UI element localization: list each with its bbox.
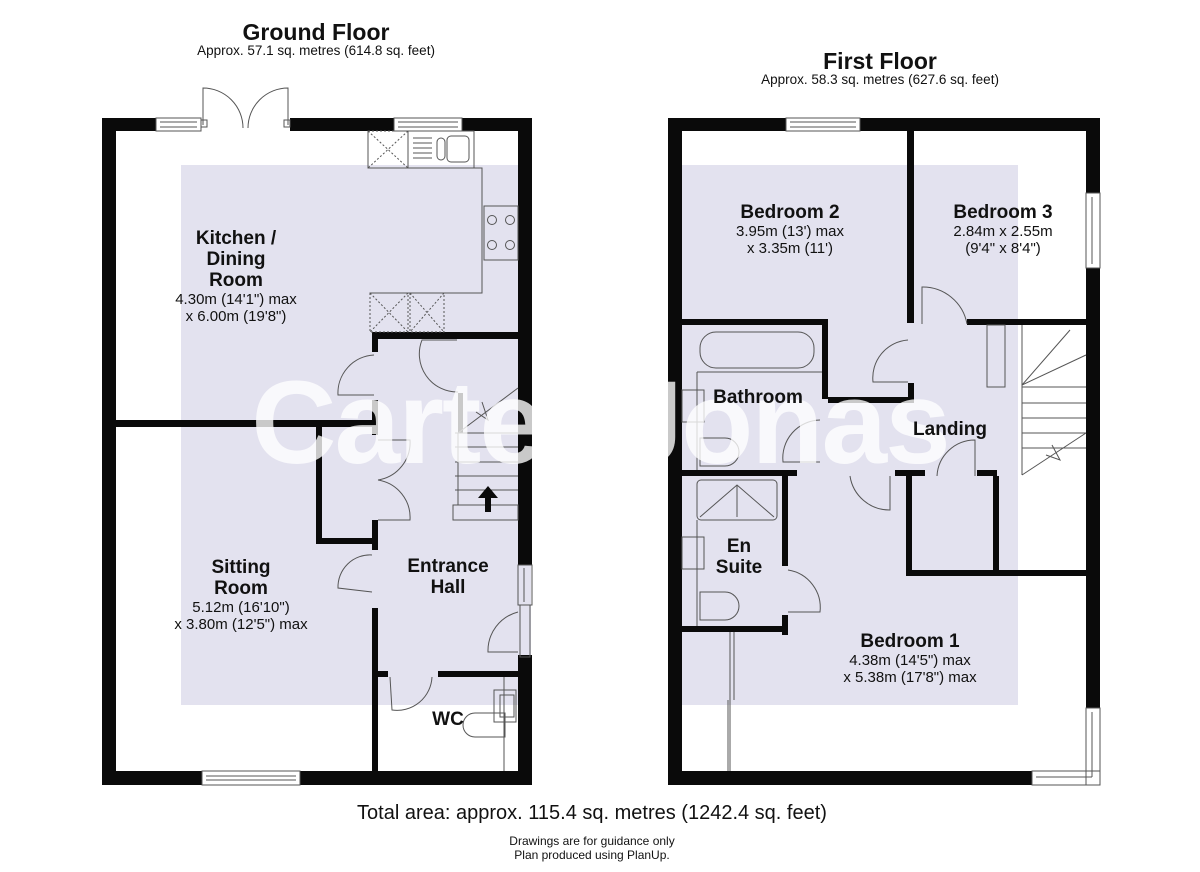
room-name: Bathroom: [713, 387, 803, 408]
ground-floor-area: Approx. 57.1 sq. metres (614.8 sq. feet): [197, 43, 435, 59]
room-name: Room: [214, 578, 268, 599]
first-floor-area: Approx. 58.3 sq. metres (627.6 sq. feet): [761, 72, 999, 88]
room-label-bedroom-1: Bedroom 1 4.38m (14'5") max x 5.38m (17'…: [843, 631, 976, 686]
first-floor-header: First Floor Approx. 58.3 sq. metres (627…: [761, 49, 999, 87]
room-label-wc: WC: [432, 709, 464, 730]
room-name: Sitting: [211, 557, 271, 578]
room-label-bedroom-2: Bedroom 2 3.95m (13') max x 3.35m (11'): [736, 202, 844, 257]
room-dimensions: (9'4" x 8'4"): [965, 240, 1041, 257]
room-label-entrance-hall: Entrance Hall: [407, 556, 488, 598]
room-name: WC: [432, 709, 464, 730]
room-name: Landing: [913, 419, 987, 440]
room-name: Hall: [430, 577, 466, 598]
ground-floor-fixtures: [155, 87, 533, 786]
footer: Total area: approx. 115.4 sq. metres (12…: [357, 802, 827, 863]
ground-floor-title: Ground Floor: [242, 19, 390, 45]
room-name: Bedroom 2: [740, 202, 840, 223]
first-floor-plan: [668, 118, 1100, 785]
producer-note: Plan produced using PlanUp.: [514, 848, 670, 862]
room-name: Dining: [206, 249, 266, 270]
first-floor-title: First Floor: [823, 48, 937, 74]
room-label-sitting-room: Sitting Room 5.12m (16'10") x 3.80m (12'…: [174, 557, 307, 633]
ground-floor-plan: [102, 118, 532, 785]
room-dimensions: 2.84m x 2.55m: [953, 223, 1053, 240]
room-dimensions: x 5.38m (17'8") max: [843, 669, 977, 686]
first-floor-tint: [682, 165, 1018, 705]
room-name: Suite: [715, 557, 763, 578]
room-label-kitchen-dining: Kitchen / Dining Room 4.30m (14'1") max …: [175, 228, 297, 325]
first-floor-fixtures: [681, 117, 1101, 786]
ground-floor-tint: [181, 165, 531, 705]
ground-floor-header: Ground Floor Approx. 57.1 sq. metres (61…: [197, 20, 435, 58]
room-dimensions: x 6.00m (19'8"): [185, 308, 287, 325]
room-dimensions: 5.12m (16'10"): [192, 599, 290, 616]
room-dimensions: x 3.35m (11'): [747, 240, 833, 257]
disclaimer-note: Drawings are for guidance only: [509, 834, 675, 848]
room-label-landing: Landing: [913, 419, 987, 440]
room-dimensions: 3.95m (13') max: [736, 223, 844, 240]
room-name: Room: [209, 270, 263, 291]
stairs-up-arrow-icon: [478, 486, 498, 512]
room-name: Bedroom 1: [860, 631, 960, 652]
total-area: Total area: approx. 115.4 sq. metres (12…: [357, 802, 827, 824]
room-label-en-suite: En Suite: [716, 536, 762, 578]
room-name: Bedroom 3: [953, 202, 1053, 223]
room-label-bedroom-3: Bedroom 3 2.84m x 2.55m (9'4" x 8'4"): [953, 202, 1052, 257]
room-dimensions: 4.30m (14'1") max: [175, 291, 297, 308]
room-name: Entrance: [407, 556, 489, 577]
room-dimensions: 4.38m (14'5") max: [849, 652, 971, 669]
room-dimensions: x 3.80m (12'5") max: [174, 616, 308, 633]
room-name: Kitchen /: [195, 228, 277, 249]
room-name: En: [726, 536, 752, 557]
room-label-bathroom: Bathroom: [713, 387, 803, 408]
